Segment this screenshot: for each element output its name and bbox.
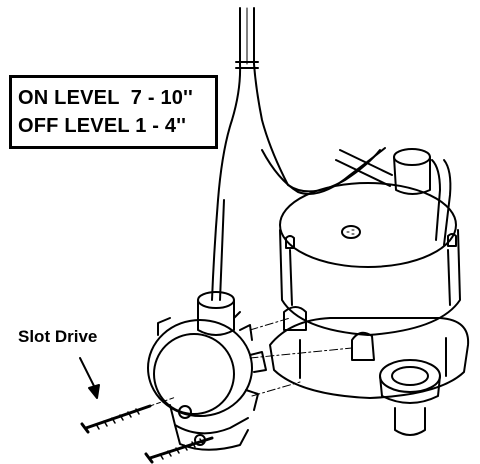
float-switch xyxy=(147,291,267,451)
mounting-screw xyxy=(144,436,214,464)
power-cord xyxy=(211,7,386,301)
level-settings-box: ON LEVEL 7 - 10'' OFF LEVEL 1 - 4'' xyxy=(9,75,218,149)
on-level-text: ON LEVEL 7 - 10'' xyxy=(18,87,194,109)
pump-motor-housing xyxy=(279,182,461,336)
cable-entry-boss xyxy=(335,148,452,246)
pump-base xyxy=(269,306,470,436)
slot-drive-label: Slot Drive xyxy=(18,327,98,346)
arrow-icon xyxy=(79,357,100,399)
off-level-text: OFF LEVEL 1 - 4'' xyxy=(18,115,187,137)
alignment-line xyxy=(249,317,353,397)
mounting-screw xyxy=(80,396,177,434)
